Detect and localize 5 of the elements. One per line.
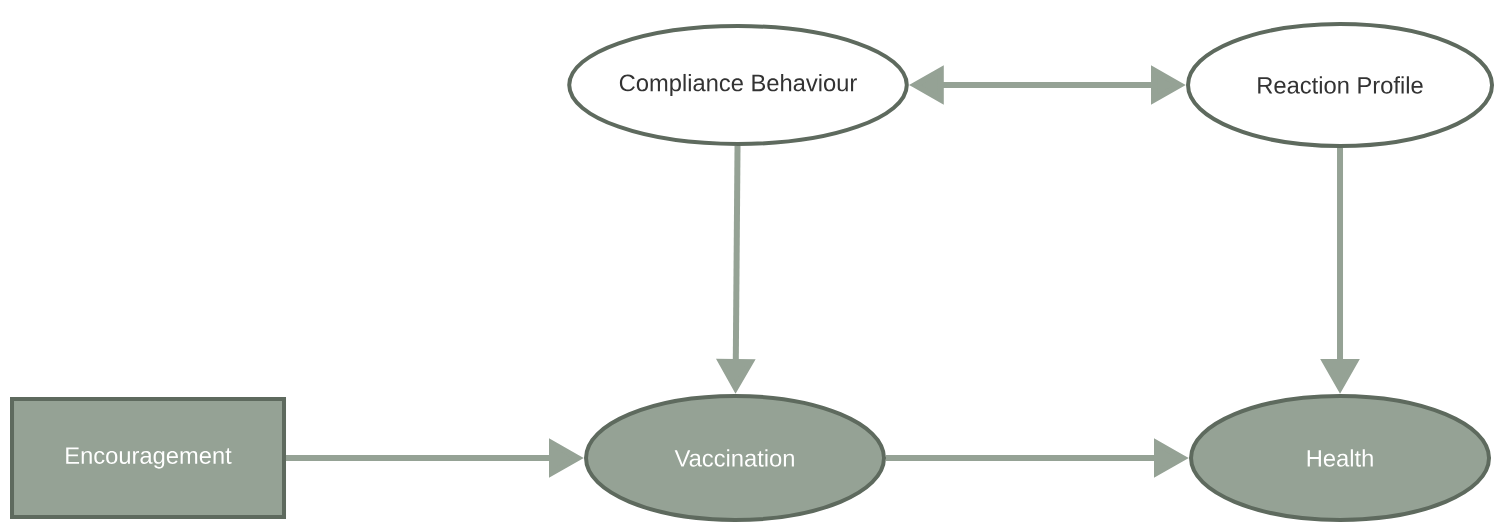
process-box: Encouragement [10,397,286,519]
oval-node: Compliance Behaviour [567,24,909,146]
oval-node: Health [1189,394,1491,522]
oval-node: Vaccination [584,394,886,522]
oval-node: Reaction Profile [1186,22,1494,148]
